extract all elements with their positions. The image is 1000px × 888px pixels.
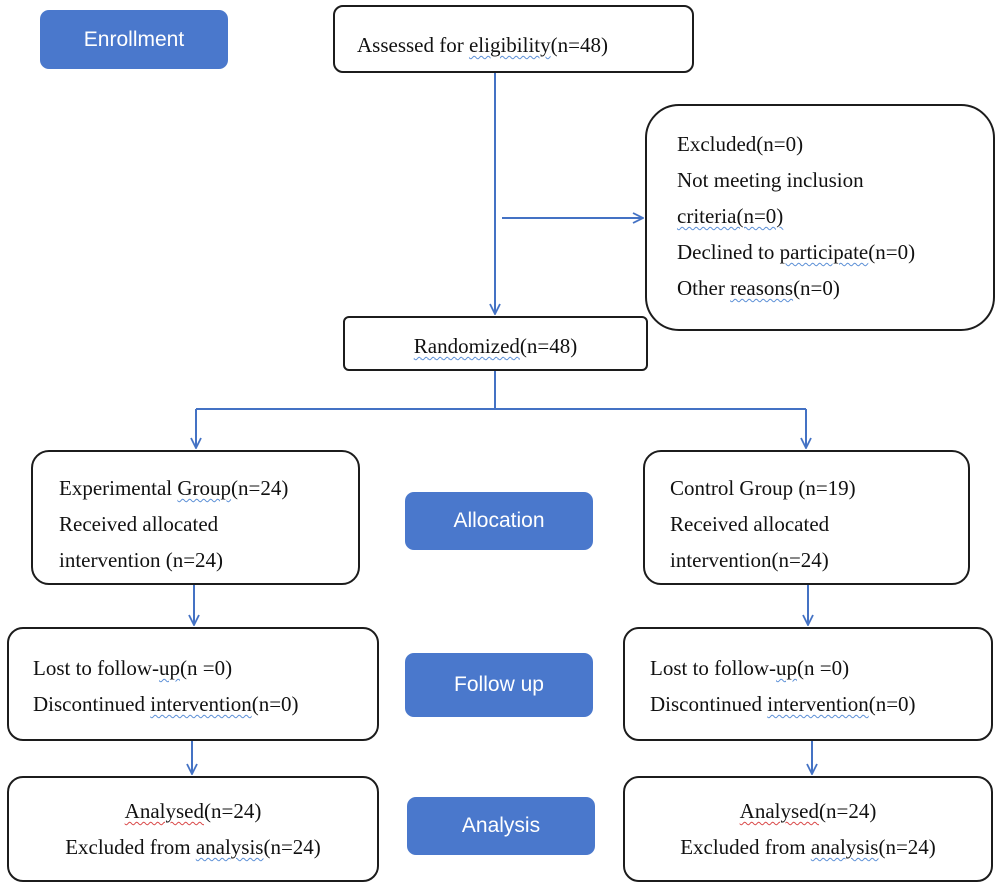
stage-label-text: Allocation bbox=[453, 509, 545, 532]
followup-left-line-2: Discontinued intervention(n=0) bbox=[33, 692, 299, 716]
excluded-line-2: criteria(n=0) bbox=[677, 204, 784, 228]
experimental-line-3: intervention (n=24) bbox=[59, 548, 224, 572]
excluded-line-1: Not meeting inclusion bbox=[677, 168, 864, 192]
experimental-group-box: Experimental Group(n=24) Received alloca… bbox=[31, 450, 360, 585]
analysis-left-box: Analysed(n=24) Excluded from analysis(n=… bbox=[7, 776, 379, 882]
stage-label-analysis: Analysis bbox=[407, 797, 595, 855]
analysis-left-line-2: Excluded from analysis(n=24) bbox=[65, 835, 321, 859]
assessed-text: Assessed for eligibility(n=48) bbox=[357, 33, 608, 57]
followup-right-box: Lost to follow-up(n =0) Discontinued int… bbox=[623, 627, 993, 741]
stage-label-follow-up: Follow up bbox=[405, 653, 593, 717]
stage-label-text: Analysis bbox=[461, 814, 541, 837]
followup-right-line-2: Discontinued intervention(n=0) bbox=[650, 692, 916, 716]
analysis-left-line-1: Analysed(n=24) bbox=[124, 799, 262, 823]
stage-label-enrollment: Enrollment bbox=[40, 10, 228, 69]
excluded-box: Excluded(n=0) Not meeting inclusion crit… bbox=[645, 104, 995, 331]
control-line-2: Received allocated bbox=[670, 512, 830, 536]
stage-label-allocation: Allocation bbox=[405, 492, 593, 550]
excluded-line-3: Declined to participate(n=0) bbox=[677, 240, 916, 264]
stage-label-text: Follow up bbox=[454, 673, 544, 696]
control-group-box: Control Group (n=19) Received allocated … bbox=[643, 450, 970, 585]
assessed-box: Assessed for eligibility(n=48) bbox=[333, 5, 694, 73]
stage-label-text: Enrollment bbox=[83, 27, 185, 51]
control-line-3: intervention(n=24) bbox=[670, 548, 829, 572]
followup-right-line-1: Lost to follow-up(n =0) bbox=[650, 656, 850, 680]
randomized-box: Randomized(n=48) bbox=[343, 316, 648, 371]
followup-left-box: Lost to follow-up(n =0) Discontinued int… bbox=[7, 627, 379, 741]
excluded-title: Excluded(n=0) bbox=[677, 132, 804, 156]
analysis-right-line-2: Excluded from analysis(n=24) bbox=[680, 835, 936, 859]
excluded-line-4: Other reasons(n=0) bbox=[677, 276, 840, 300]
experimental-line-2: Received allocated bbox=[59, 512, 219, 536]
randomized-text: Randomized(n=48) bbox=[413, 334, 578, 358]
experimental-line-1: Experimental Group(n=24) bbox=[59, 476, 289, 500]
analysis-right-line-1: Analysed(n=24) bbox=[739, 799, 877, 823]
followup-left-line-1: Lost to follow-up(n =0) bbox=[33, 656, 233, 680]
analysis-right-box: Analysed(n=24) Excluded from analysis(n=… bbox=[623, 776, 993, 882]
control-line-1: Control Group (n=19) bbox=[670, 476, 856, 500]
